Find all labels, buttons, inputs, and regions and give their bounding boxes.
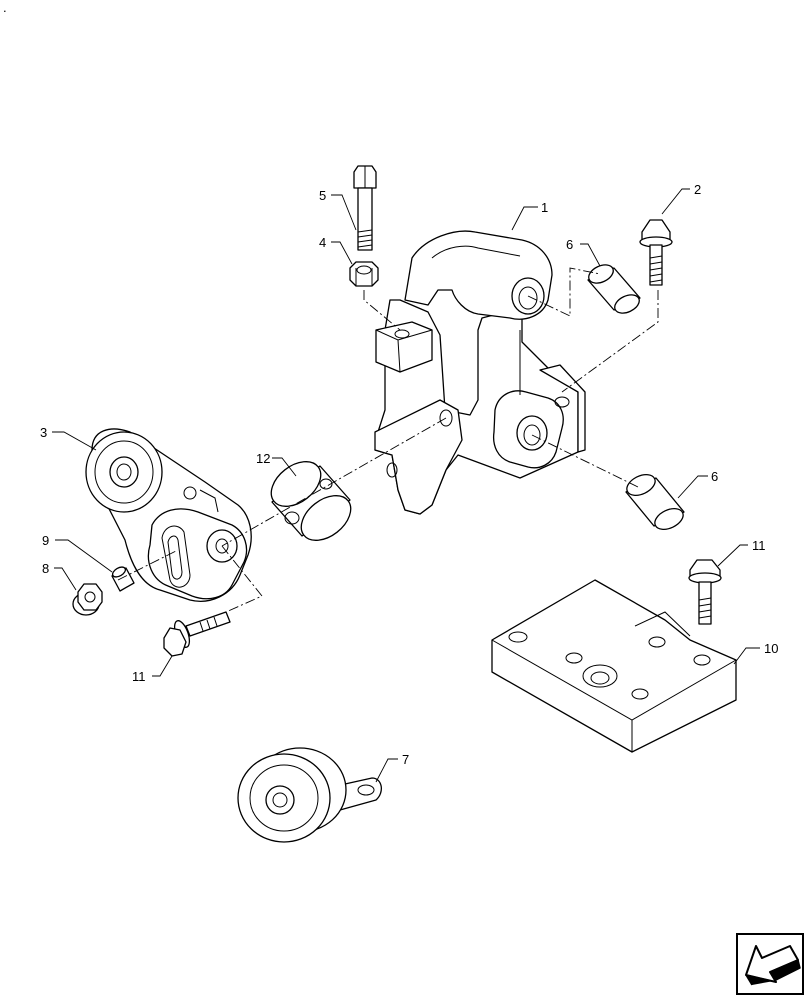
callout-8: 8	[42, 561, 77, 591]
part-8-flange-nut	[72, 583, 103, 616]
part-6-bushing-upper	[587, 264, 641, 314]
callout-11-left: 11	[132, 655, 173, 684]
part-3-tensioner-assembly	[85, 428, 252, 602]
part-7-idler-pulley	[237, 747, 382, 843]
callout-12: 12	[256, 451, 297, 477]
callout-6-upper: 6	[566, 237, 601, 267]
callout-9: 9	[42, 533, 113, 573]
previous-page-arrow-icon[interactable]	[736, 933, 804, 995]
callout-5: 5	[319, 188, 357, 231]
callout-6-lower: 6	[677, 469, 718, 499]
callout-11-right: 11	[717, 538, 766, 567]
part-12-spacer-sleeve	[270, 461, 352, 541]
callout-label-6-upper: 6	[566, 237, 573, 252]
callout-label-11-left: 11	[132, 669, 146, 684]
callout-label-9: 9	[42, 533, 49, 548]
assembly-centerlines	[117, 267, 659, 613]
part-11-flange-bolt-right	[688, 559, 722, 625]
part-5-hex-bolt	[353, 165, 377, 251]
callout-1: 1	[511, 200, 548, 231]
callout-label-4: 4	[319, 235, 326, 250]
callout-7: 7	[375, 752, 409, 783]
callout-10: 10	[733, 641, 778, 665]
callout-label-8: 8	[42, 561, 49, 576]
callout-label-3: 3	[40, 425, 47, 440]
part-2-flange-bolt	[639, 219, 673, 286]
part-1-mounting-bracket	[374, 230, 586, 515]
part-9-pin	[111, 566, 135, 592]
callout-label-5: 5	[319, 188, 326, 203]
corner-mark: .	[3, 0, 7, 15]
callout-label-6-lower: 6	[711, 469, 718, 484]
part-10-mounting-plate	[491, 579, 737, 753]
callout-label-1: 1	[541, 200, 548, 215]
callout-2: 2	[661, 182, 701, 215]
callout-4: 4	[319, 235, 353, 265]
callout-label-12: 12	[256, 451, 270, 466]
callout-label-7: 7	[402, 752, 409, 767]
callout-3: 3	[40, 425, 97, 451]
part-6-bushing-lower	[625, 474, 685, 530]
callout-label-2: 2	[694, 182, 701, 197]
callout-label-10: 10	[764, 641, 778, 656]
callout-label-11-right: 11	[752, 538, 766, 553]
part-4-nut	[349, 261, 379, 287]
part-11-flange-bolt-left	[163, 611, 231, 657]
